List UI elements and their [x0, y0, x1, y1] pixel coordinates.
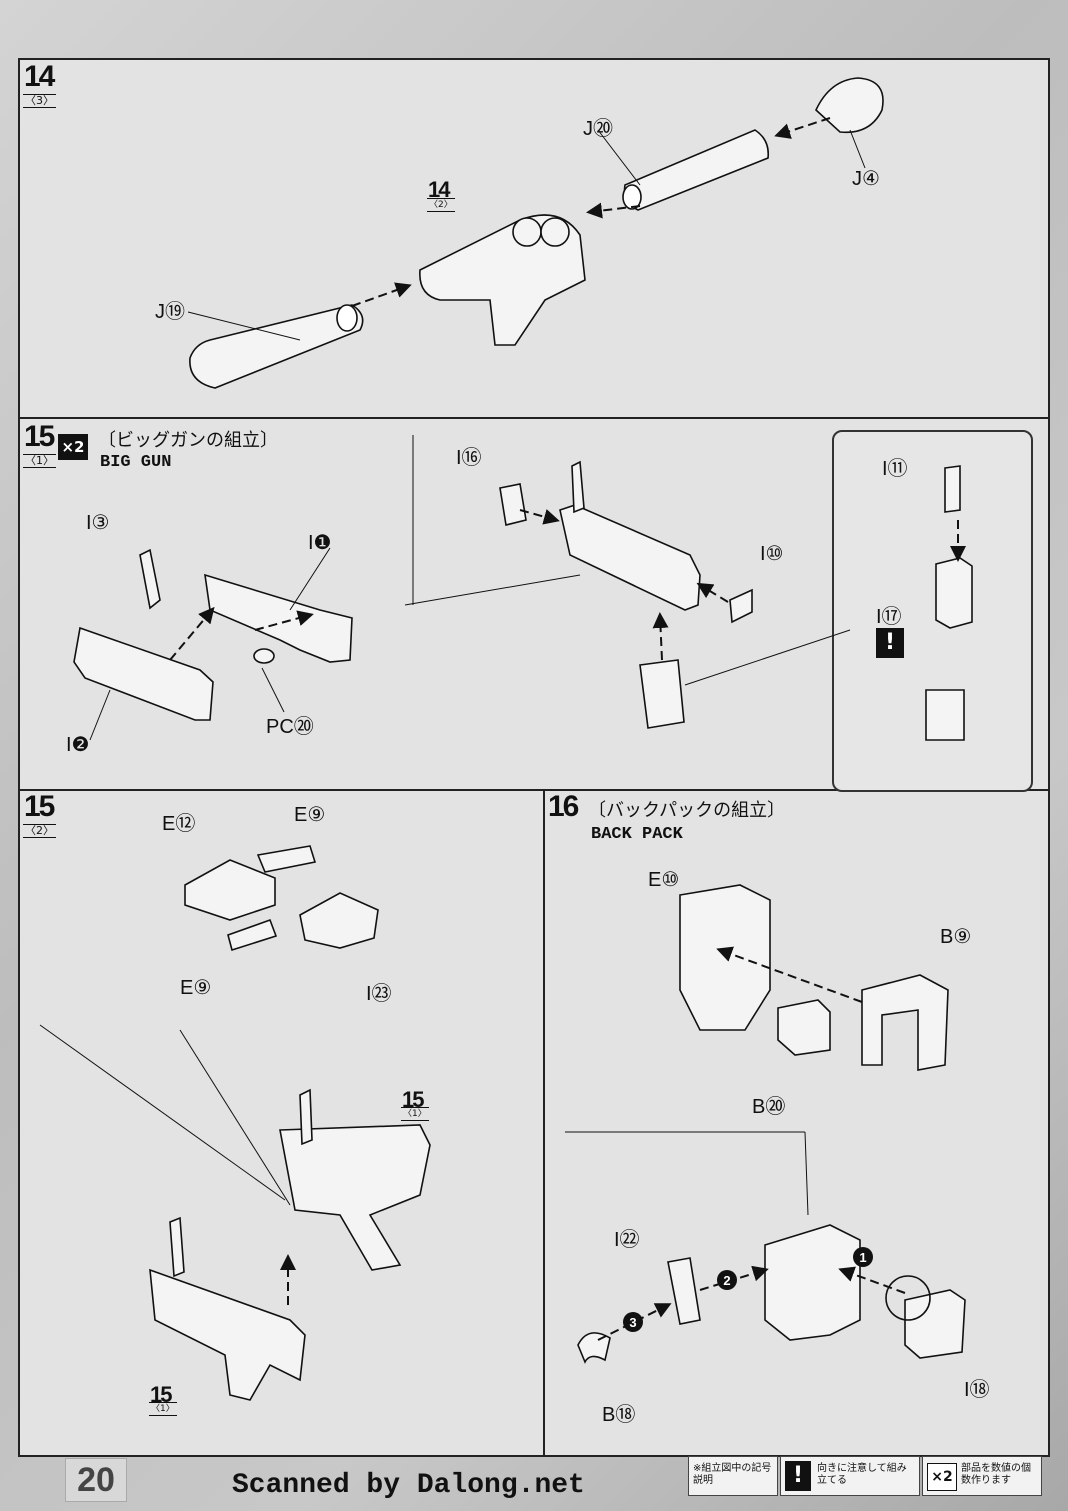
step-16-title-en: BACK PACK — [591, 825, 683, 844]
divider-15b-16 — [543, 789, 545, 1455]
inner-step-14-ref: 14 — [428, 177, 451, 202]
part-label-e10: E⑩ — [648, 869, 680, 891]
part-label-i10: I⑩ — [760, 543, 784, 565]
clip-part — [639, 659, 685, 729]
part-label-b20: B⑳ — [752, 1096, 786, 1118]
part-label-i23: I㉓ — [366, 983, 392, 1005]
step-15-title-en: BIG GUN — [100, 453, 172, 472]
step-15b-number: 15 — [24, 790, 55, 823]
step-15-substep: 〈1〉 — [23, 454, 56, 468]
part-label-pc20: PC⑳ — [266, 716, 314, 738]
backpack-assembled — [764, 1224, 861, 1341]
part-e9-bottom — [227, 918, 278, 952]
assembled-big-gun — [279, 1124, 431, 1271]
part-label-b18: B⑱ — [602, 1404, 636, 1426]
legend-multiplier-box: ×2 部品を数値の個数作ります — [922, 1456, 1042, 1496]
part-b9 — [861, 974, 949, 1071]
part-b20 — [777, 999, 831, 1056]
ref-step-15-top-substep: 〈1〉 — [401, 1107, 429, 1121]
legend-multiplier-icon: ×2 — [927, 1463, 957, 1491]
part-e9-top — [256, 845, 317, 873]
legend-warning-text: 向きに注意して組み立てる — [817, 1463, 907, 1486]
part-label-j4: J④ — [852, 168, 880, 190]
part-label-j19: J⑲ — [155, 301, 185, 323]
scan-credit: Scanned by Dalong.net — [232, 1470, 585, 1501]
inner-step-14-substep: 〈2〉 — [427, 198, 455, 212]
legend-warning-box: ! 向きに注意して組み立てる — [780, 1456, 920, 1496]
part-i23 — [299, 892, 379, 949]
step-15-number: 15 — [24, 420, 55, 453]
part-label-i11: I⑪ — [882, 458, 908, 480]
legend-heading-box: ※組立図中の記号説明 — [688, 1456, 778, 1496]
big-gun-lower — [149, 1268, 306, 1401]
gun-body — [419, 214, 586, 346]
muzzle-part-j4 — [815, 77, 884, 134]
part-i10 — [729, 588, 753, 624]
divider-15-15b — [18, 789, 1048, 791]
gun-assembly — [559, 504, 701, 611]
part-label-i18: I⑱ — [964, 1379, 990, 1401]
divider-14-15 — [18, 417, 1048, 419]
page-number: 20 — [65, 1458, 127, 1502]
ref-step-15-bottom: 15 — [150, 1382, 173, 1407]
legend-warning-icon: ! — [785, 1461, 811, 1491]
legend-multiplier-text: 部品を数値の個数作ります — [961, 1463, 1031, 1486]
barrel-part-j20 — [623, 129, 770, 211]
part-i18 — [904, 1289, 966, 1359]
frame-part-i1 — [204, 573, 353, 663]
part-i17 — [935, 557, 973, 629]
order-marker-3: 3 — [629, 1315, 636, 1330]
cap-part-i16 — [499, 483, 527, 526]
legend-heading: ※組立図中の記号説明 — [693, 1463, 772, 1486]
order-marker-1: 1 — [859, 1250, 866, 1265]
part-label-i3: I③ — [86, 512, 110, 534]
barrel-part-j19 — [189, 304, 364, 389]
part-label-i1: I❶ — [308, 532, 332, 554]
part-i22 — [667, 1257, 701, 1325]
ref-step-15-top: 15 — [402, 1087, 425, 1112]
step-14-number: 14 — [24, 60, 55, 93]
part-label-i16: I⑯ — [456, 447, 482, 469]
part-label-e12: E⑫ — [162, 813, 196, 835]
part-e12 — [184, 859, 276, 921]
part-label-e9-bottom: E⑨ — [180, 977, 212, 999]
orientation-warning-icon: ! — [876, 628, 904, 658]
step-15-title-jp: 〔ビッグガンの組立〕 — [98, 430, 278, 451]
mag-part-i2 — [73, 626, 214, 721]
multiplier-badge: ×2 — [58, 434, 88, 460]
part-label-b9: B⑨ — [940, 926, 972, 948]
part-label-i2: I❷ — [66, 734, 90, 756]
part-label-i22: I㉒ — [614, 1229, 640, 1251]
ref-step-15-bottom-substep: 〈1〉 — [149, 1402, 177, 1416]
part-label-i17: I⑰ — [876, 606, 902, 628]
step-16-number: 16 — [548, 790, 579, 823]
backpack-part-e10 — [679, 884, 771, 1031]
grip-part-i3 — [139, 548, 161, 610]
order-marker-2: 2 — [723, 1273, 730, 1288]
step-15b-substep: 〈2〉 — [23, 824, 56, 838]
part-b18 — [577, 1332, 611, 1364]
part-label-e9-top: E⑨ — [294, 804, 326, 826]
step-16-title-jp: 〔バックパックの組立〕 — [588, 800, 786, 821]
step-14-substep: 〈3〉 — [23, 94, 56, 108]
part-label-j20: J⑳ — [583, 118, 613, 140]
